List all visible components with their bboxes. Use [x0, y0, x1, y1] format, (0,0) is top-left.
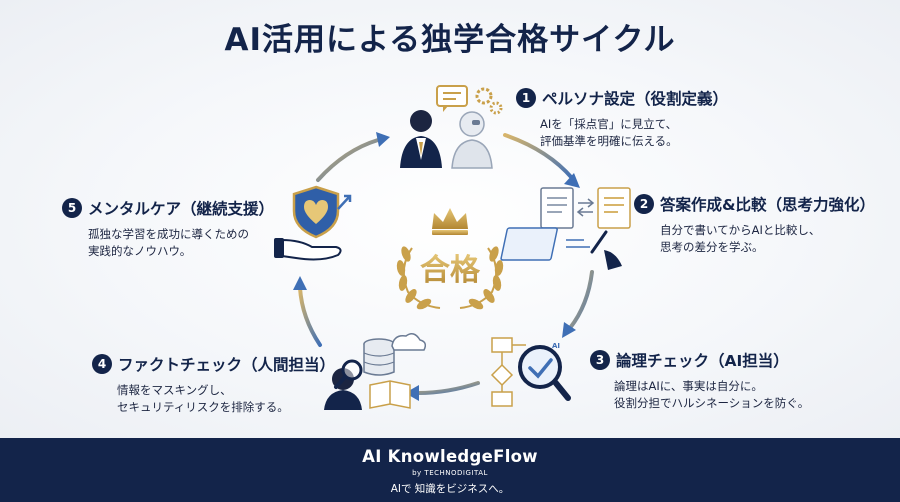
step-4: 4 ファクトチェック（人間担当） 情報をマスキングし、 セキュリティリスクを排除…	[92, 353, 335, 416]
arrow-1-to-2	[503, 133, 574, 180]
arrowhead-3-to-4	[405, 385, 419, 401]
shield-heart-hand-icon	[274, 185, 352, 261]
step-1-number: 1	[516, 88, 536, 108]
step-5-heading: メンタルケア（継続支援）	[88, 200, 275, 218]
page-title: AI活用による独学合格サイクル	[224, 22, 676, 58]
arrowhead-1-to-2	[564, 173, 580, 188]
step-4-heading: ファクトチェック（人間担当）	[118, 356, 336, 374]
step-1: 1 ペルソナ設定（役割定義） AIを「採点官」に見立て、 評価基準を明確に伝える…	[516, 87, 728, 150]
arrow-4-to-5	[298, 286, 322, 347]
step-5: 5 メンタルケア（継続支援） 孤独な学習を成功に導くための 実践的なノウハウ。	[62, 197, 274, 260]
arrowhead-2-to-3	[562, 322, 576, 338]
step-2: 2 答案作成&比較（思考力強化） 自分で書いてからAIと比較し、 思考の差分を学…	[634, 193, 875, 256]
step-1-heading: ペルソナ設定（役割定義）	[542, 90, 729, 108]
step-3: 3 論理チェック（AI担当） 論理はAIに、事実は自分に。 役割分担でハルシネー…	[590, 349, 809, 412]
cycle-diagram: 合格	[274, 85, 631, 410]
arrowhead-4-to-5	[293, 276, 307, 290]
arrow-5-to-1	[316, 138, 380, 182]
footer-brand: AI KnowledgeFlow	[362, 447, 538, 466]
arrowhead-5-to-1	[376, 132, 390, 147]
step-3-number: 3	[590, 350, 610, 370]
step-2-heading: 答案作成&比較（思考力強化）	[660, 196, 876, 214]
step-2-number: 2	[634, 194, 654, 214]
cycle-arrows	[293, 132, 594, 401]
footer-bar: AI KnowledgeFlow by TECHNODIGITAL AIで 知識…	[0, 438, 900, 502]
arrow-2-to-3	[568, 270, 594, 330]
laurel-icon	[396, 246, 504, 310]
step-4-description: 情報をマスキングし、 セキュリティリスクを排除する。	[117, 383, 289, 414]
footer-byline: by TECHNODIGITAL	[412, 469, 488, 477]
step-2-description: 自分で書いてからAIと比較し、 思考の差分を学ぶ。	[660, 223, 821, 254]
center-label: 合格	[420, 253, 481, 288]
center-seal: 合格	[396, 208, 504, 310]
fact-check-database-icon	[324, 333, 427, 410]
step-3-description: 論理はAIに、事実は自分に。 役割分担でハルシネーションを防ぐ。	[614, 379, 810, 410]
logic-check-magnifier-icon: AI	[490, 337, 571, 407]
person-and-robot-icon	[400, 85, 503, 169]
step-4-number: 4	[92, 354, 112, 374]
step-5-description: 孤独な学習を成功に導くための 実践的なノウハウ。	[88, 227, 249, 258]
arrow-3-to-4	[416, 381, 480, 395]
svg-text:AI: AI	[552, 342, 560, 350]
step-3-heading: 論理チェック（AI担当）	[616, 352, 789, 370]
document-compare-icon	[500, 187, 631, 270]
step-1-description: AIを「採点官」に見立て、 評価基準を明確に伝える。	[540, 117, 678, 148]
crown-icon	[432, 208, 468, 235]
step-5-number: 5	[62, 198, 82, 218]
footer-tagline: AIで 知識をビジネスへ。	[390, 483, 510, 495]
